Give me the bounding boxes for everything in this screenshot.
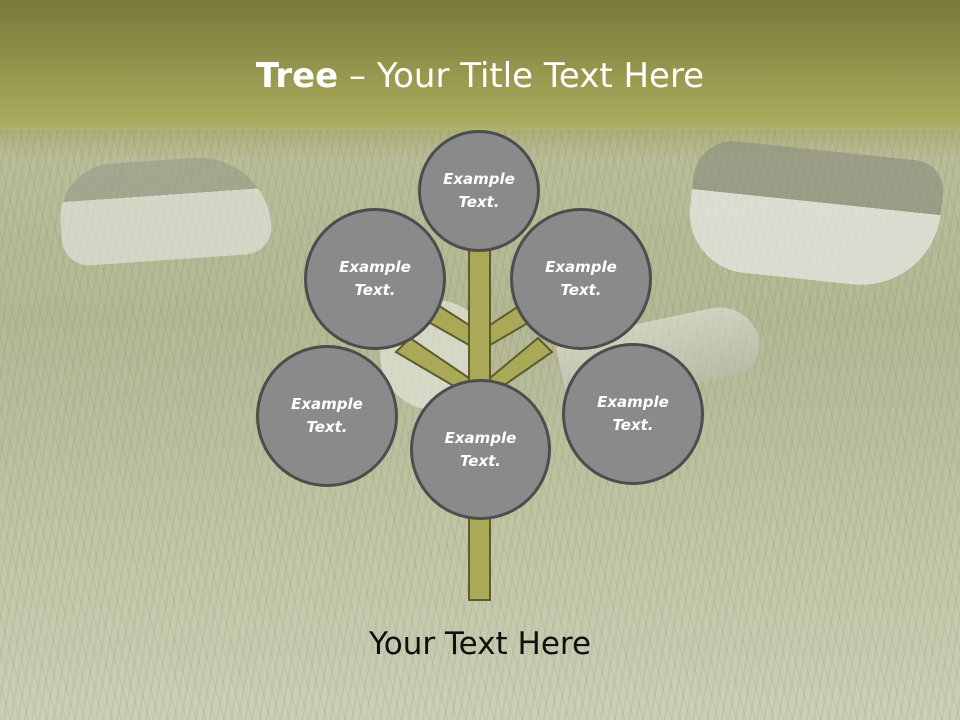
node-label: Example xyxy=(545,258,617,276)
node-label: Text. xyxy=(458,193,500,211)
node-label: Example xyxy=(444,428,517,447)
node-label: Text. xyxy=(560,281,602,299)
title-rest: – Your Title Text Here xyxy=(338,56,705,96)
node-label: Example xyxy=(443,170,515,188)
node-label: Text. xyxy=(354,281,396,299)
slide-title[interactable]: Tree – Your Title Text Here xyxy=(0,52,960,100)
node-label: Example xyxy=(291,395,363,413)
node-label: Example xyxy=(339,258,411,276)
node-label: Text. xyxy=(612,416,654,434)
node-label: Text. xyxy=(306,418,348,436)
node-label: Text. xyxy=(459,451,501,470)
title-bold-word: Tree xyxy=(255,56,339,96)
footer-text[interactable]: Your Text Here xyxy=(368,626,592,662)
node-label: Example xyxy=(597,393,669,411)
title-band xyxy=(0,0,960,135)
